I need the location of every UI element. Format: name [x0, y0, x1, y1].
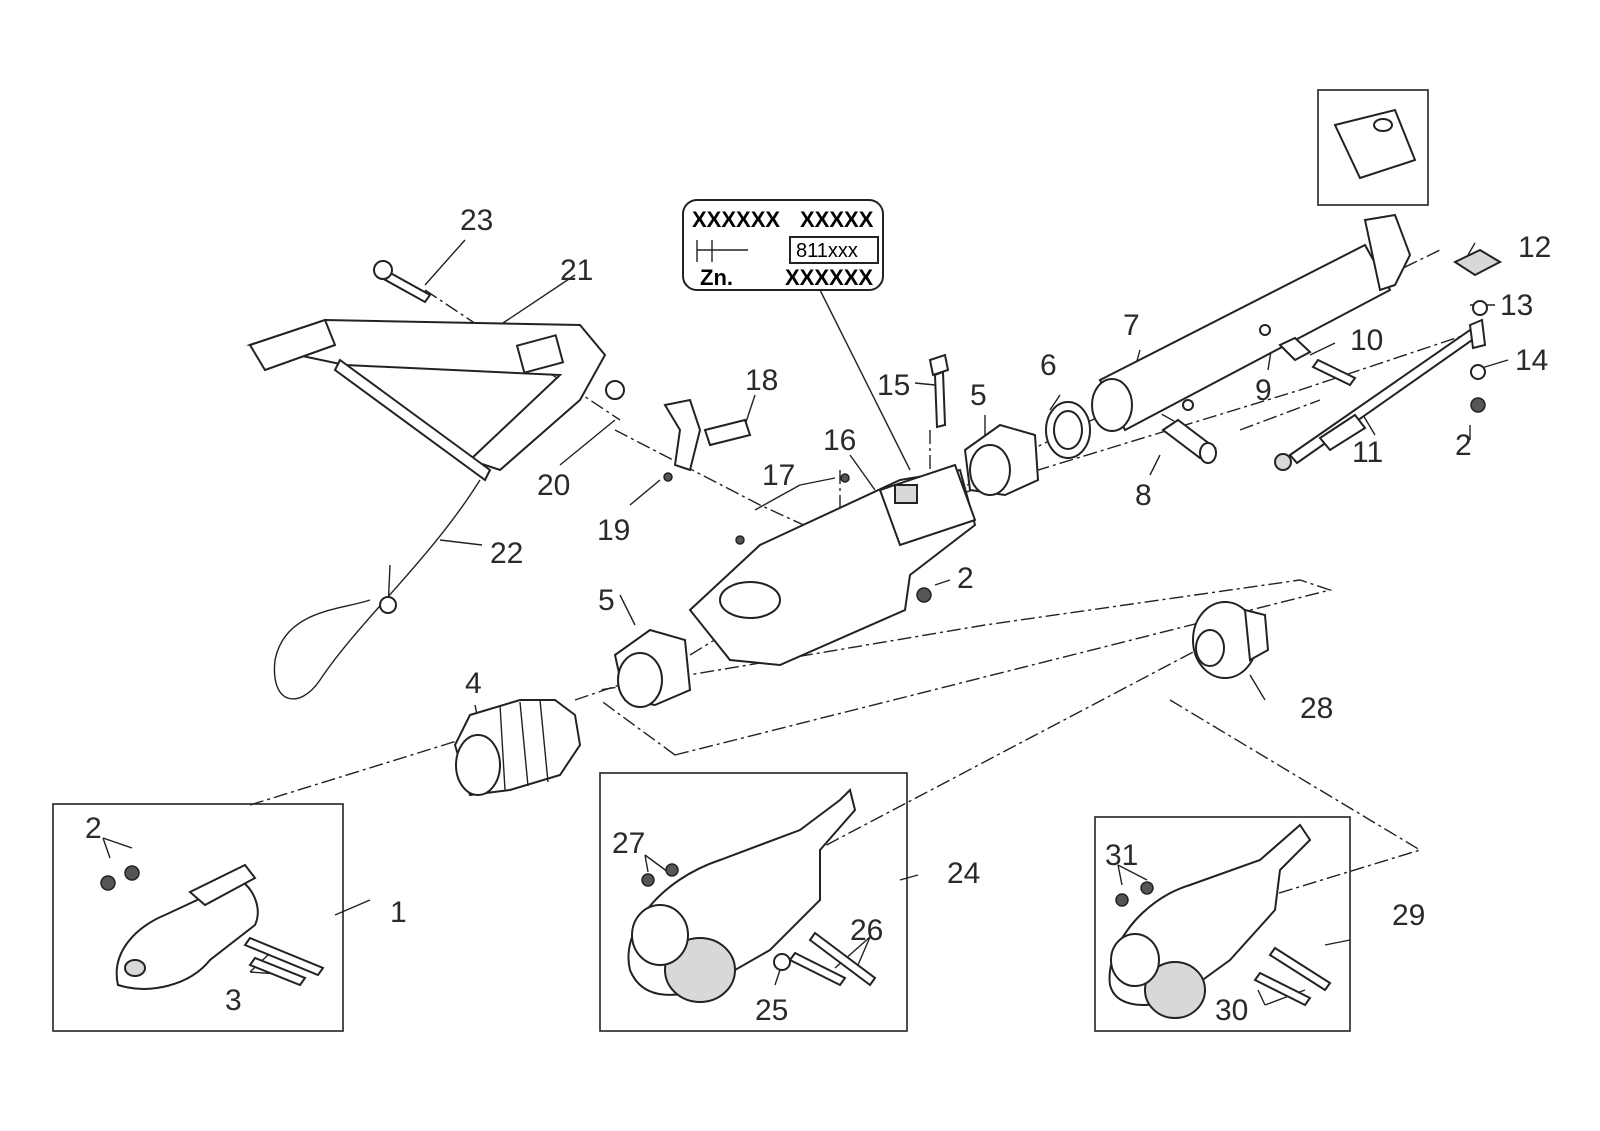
callout-12: 12 [1518, 231, 1551, 264]
callout-30: 30 [1215, 994, 1248, 1027]
callout-18: 18 [745, 364, 778, 397]
callout-17: 17 [762, 459, 795, 492]
callout-4: 4 [465, 667, 482, 700]
callout-31: 31 [1105, 839, 1138, 872]
lever-18-part [663, 398, 752, 482]
shock-absorber-part [1274, 318, 1487, 471]
bushing-rear-part [963, 423, 1040, 497]
callout-25: 25 [755, 994, 788, 1027]
callout-22: 22 [490, 537, 523, 570]
callout-10: 10 [1350, 324, 1383, 357]
callout-14: 14 [1515, 344, 1548, 377]
callout-2-coupling: 2 [85, 812, 102, 845]
spacer-sleeve-part [1161, 418, 1217, 464]
ring-part [1045, 401, 1091, 459]
callout-16: 16 [823, 424, 856, 457]
callout-27: 27 [612, 827, 645, 860]
callout-23: 23 [460, 204, 493, 237]
callout-3: 3 [225, 984, 242, 1017]
callout-28: 28 [1300, 692, 1333, 725]
handbrake-lever-part [246, 260, 625, 482]
callout-2-right: 2 [1455, 429, 1472, 462]
callout-11: 11 [1352, 436, 1383, 469]
type-plate-text: XXXXXX XXXXX 811xxx Zn. XXXXXX [692, 207, 874, 290]
coupling-housing-part [688, 463, 977, 667]
coupling-head-part [52, 803, 344, 1032]
callout-24: 24 [947, 857, 980, 890]
plate-row1-left: XXXXXX [692, 207, 780, 232]
bolt-9-10-part [1278, 336, 1357, 387]
callout-13: 13 [1500, 289, 1533, 322]
type-plate-part [682, 199, 884, 291]
callout-5-rear: 5 [970, 379, 987, 412]
safety-coupling-24-part [599, 772, 908, 1032]
safety-coupling-29-part [1094, 816, 1351, 1032]
callout-21: 21 [560, 254, 593, 287]
callout-1: 1 [390, 896, 407, 929]
drawbar-tube-part [1091, 213, 1412, 432]
inset-washer-part [1317, 89, 1429, 206]
bushing-front-part [613, 628, 692, 708]
breakaway-cable-part [273, 479, 481, 700]
callout-19: 19 [597, 514, 630, 547]
bolt-15-part [928, 353, 950, 429]
callout-8: 8 [1135, 479, 1152, 512]
plate-code: 811xxx [796, 240, 858, 262]
nuts-right-part [1452, 248, 1503, 413]
bellows-part [453, 699, 582, 797]
callout-9: 9 [1255, 374, 1272, 407]
callout-5-front: 5 [598, 584, 615, 617]
wear-indicator-part [1192, 601, 1270, 679]
callout-20: 20 [537, 469, 570, 502]
callout-numbers: 1 2 2 2 3 4 5 5 6 7 8 9 10 11 12 13 14 1… [85, 204, 1551, 1027]
plate-zn-label: Zn. [700, 265, 733, 290]
callout-26: 26 [850, 914, 883, 947]
callout-15: 15 [877, 369, 910, 402]
callout-2-housing: 2 [957, 562, 974, 595]
plate-row1-right: XXXXX [800, 207, 874, 232]
plate-row3-right: XXXXXX [785, 265, 873, 290]
callout-29: 29 [1392, 899, 1425, 932]
callout-6: 6 [1040, 349, 1057, 382]
callout-7: 7 [1123, 309, 1140, 342]
